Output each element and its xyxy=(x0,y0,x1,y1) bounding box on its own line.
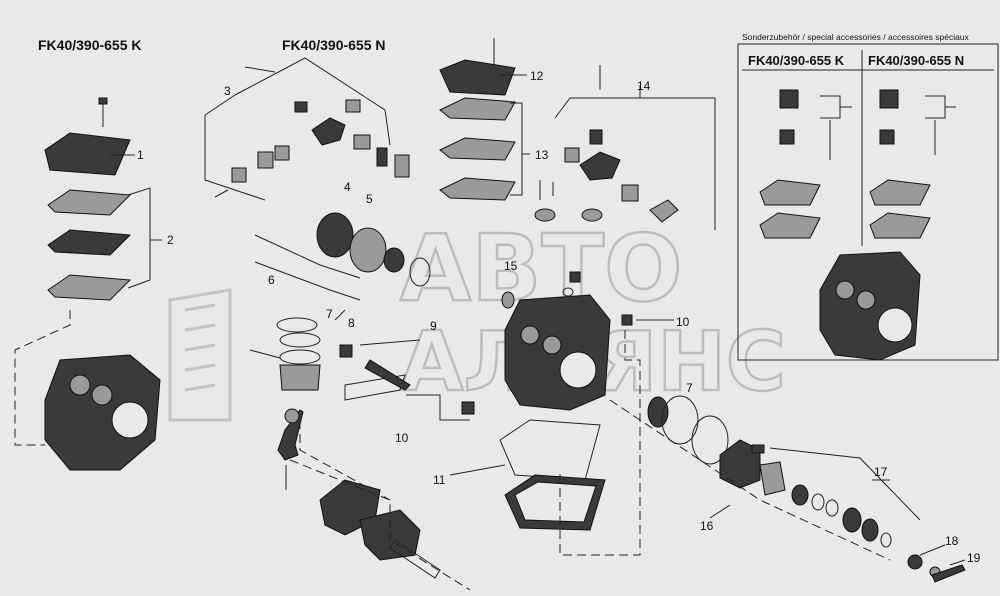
k-compressor-body xyxy=(44,354,161,471)
callout-11: 11 xyxy=(433,473,446,487)
cylinder-head-cover xyxy=(44,132,131,176)
callout-10: 10 xyxy=(395,431,409,445)
bearing-flange-6: 6 xyxy=(254,212,431,301)
watermark-logo xyxy=(168,288,232,422)
callout-17: 17 xyxy=(874,465,888,479)
accessories-box: FK40/390-655 K FK40/390-655 N xyxy=(737,43,999,361)
gasket-plate-top xyxy=(47,189,132,216)
callout-3: 3 xyxy=(224,84,231,98)
connecting-rod xyxy=(277,408,304,490)
n-compressor-body: 15 10 xyxy=(501,259,690,411)
callout-7: 7 xyxy=(326,307,333,321)
leader-base xyxy=(559,330,641,556)
callout-5: 5 xyxy=(366,192,373,206)
kit-14: 14 xyxy=(534,65,716,230)
accessories-title: Sonderzubehör / special accessories / ac… xyxy=(742,32,970,42)
callout-14: 14 xyxy=(637,79,651,93)
base-gaskets: 11 xyxy=(433,419,606,531)
washer-bolt: 18 19 xyxy=(907,534,981,583)
accessory-k-parts xyxy=(759,89,852,239)
callout-13: 13 xyxy=(535,148,549,162)
accessory-compressor xyxy=(819,251,921,361)
leader-rear xyxy=(609,399,891,561)
callout-10-right: 10 xyxy=(676,315,690,329)
n-head-kit: 12 13 xyxy=(439,38,549,201)
crankshaft xyxy=(319,479,441,579)
left-model-header: FK40/390-655 K xyxy=(38,37,142,53)
leader-crank-bottom xyxy=(289,459,471,591)
middle-model-header: FK40/390-655 N xyxy=(282,37,386,53)
callout-18: 18 xyxy=(945,534,959,548)
piston-group: 7 8 9 10 xyxy=(249,307,475,445)
callout-1: 1 xyxy=(137,148,144,162)
callout-15: 15 xyxy=(504,259,518,273)
callout-16: 16 xyxy=(700,519,714,533)
callout-19: 19 xyxy=(967,551,981,565)
leader-crank xyxy=(299,420,391,501)
callout-6: 6 xyxy=(268,273,275,287)
k-head-assembly: 1 2 xyxy=(44,97,174,301)
callout-9: 9 xyxy=(430,319,437,333)
leader-k-head xyxy=(14,310,71,446)
gasket-plate-bottom xyxy=(47,274,132,301)
kit-3: 3 4 5 xyxy=(204,57,410,206)
rear-cover-group: 7 16 17 xyxy=(647,381,921,548)
valve-plate xyxy=(47,229,132,256)
callout-8: 8 xyxy=(348,316,355,330)
callout-12: 12 xyxy=(530,69,544,83)
accessory-n-parts xyxy=(869,89,956,239)
callout-7-right: 7 xyxy=(686,381,693,395)
callout-2: 2 xyxy=(167,233,174,247)
accessories-k-header: FK40/390-655 K xyxy=(748,53,845,68)
callout-4: 4 xyxy=(344,180,351,194)
accessories-n-header: FK40/390-655 N xyxy=(868,53,964,68)
watermark: АВТО АЛЬЯНС xyxy=(168,214,787,422)
